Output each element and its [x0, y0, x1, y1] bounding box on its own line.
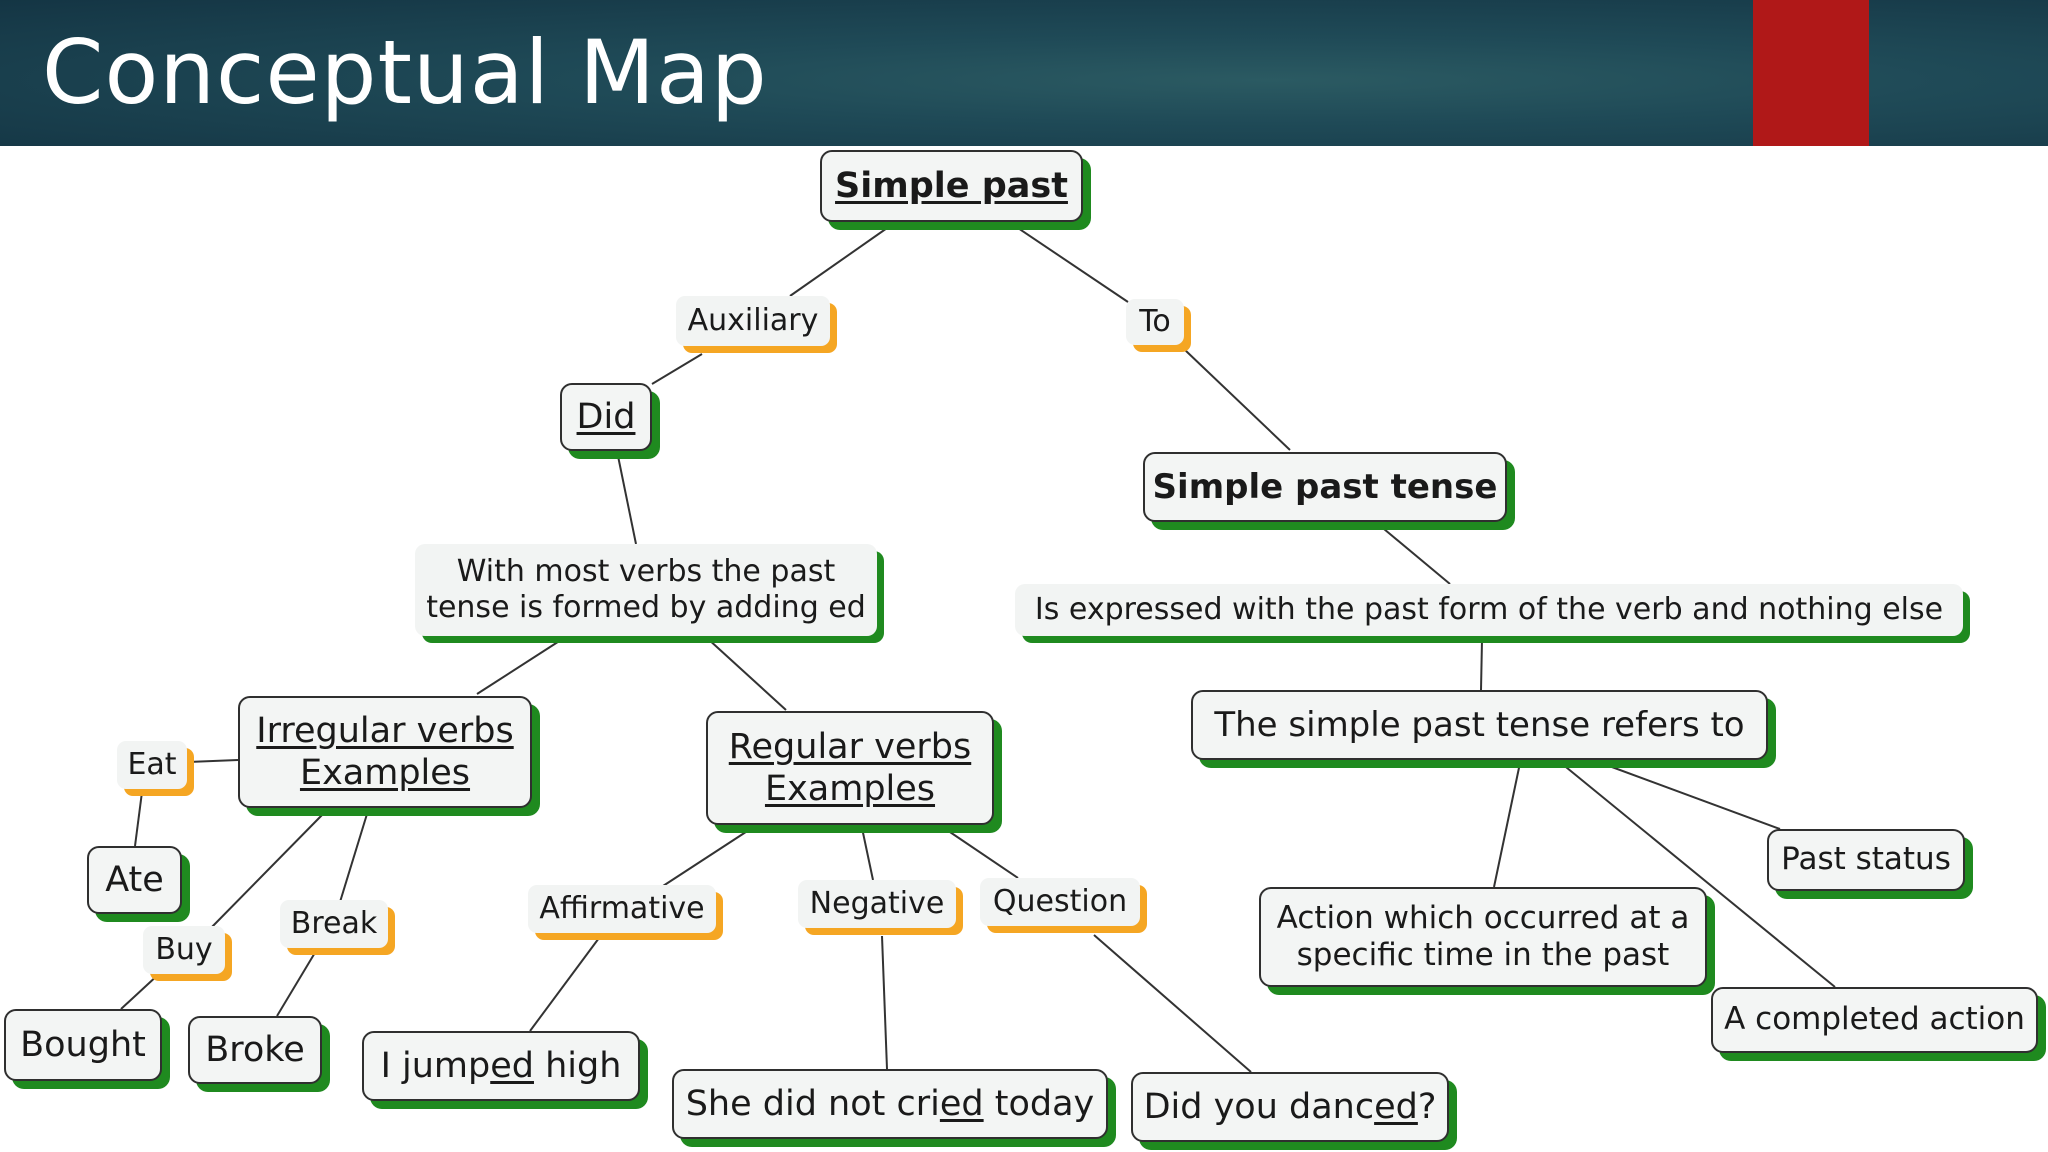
link-affirmative[interactable]: Affirmative — [528, 885, 716, 933]
link-auxiliary-label: Auxiliary — [687, 303, 819, 338]
node-jumped-b: ed — [490, 1046, 534, 1086]
slide-title: Conceptual Map — [42, 21, 768, 124]
link-negative[interactable]: Negative — [798, 880, 956, 928]
line-most-verbs-irregular — [476, 637, 565, 695]
node-did-label: Did — [576, 397, 636, 437]
link-question[interactable]: Question — [980, 878, 1140, 926]
node-bought-label: Bought — [20, 1025, 146, 1065]
line-irregular-buy — [207, 813, 324, 932]
line-negative-cried — [881, 935, 888, 1070]
line-irregular-break — [339, 813, 368, 903]
node-ate-label: Ate — [105, 860, 164, 900]
slide-header: Conceptual Map — [0, 0, 2048, 146]
node-irregular-verbs[interactable]: Irregular verbs Examples — [238, 696, 532, 808]
node-irregular-line2: Examples — [299, 753, 471, 793]
link-eat-label: Eat — [127, 747, 177, 782]
link-question-label: Question — [992, 884, 1128, 919]
node-simple-past[interactable]: Simple past — [820, 150, 1083, 222]
line-irregular-eat — [187, 759, 239, 763]
node-jumped-a: I jump — [380, 1046, 491, 1086]
link-to-label: To — [1139, 304, 1171, 339]
node-refers-to-label: The simple past tense refers to — [1214, 704, 1745, 745]
link-break[interactable]: Break — [280, 900, 388, 948]
node-cried-a: She did not cri — [685, 1084, 940, 1124]
header-accent-bar — [1753, 0, 1869, 146]
node-past-status-label: Past status — [1781, 841, 1951, 878]
line-buy-bought — [120, 972, 161, 1010]
line-did-most-verbs — [617, 455, 637, 545]
line-regular-affirmative — [662, 827, 753, 887]
node-simple-past-tense[interactable]: Simple past tense — [1143, 452, 1507, 522]
line-regular-negative — [861, 827, 874, 881]
node-regular-verbs[interactable]: Regular verbs Examples — [706, 711, 994, 825]
node-regular-line2: Examples — [764, 769, 936, 809]
link-to[interactable]: To — [1126, 299, 1184, 345]
node-danced-b: ed — [1374, 1087, 1418, 1127]
node-most-verbs-line1: With most verbs the past — [456, 554, 836, 589]
line-to-simple-past-tense — [1184, 349, 1291, 451]
line-affirmative-jumped — [529, 937, 600, 1032]
link-auxiliary[interactable]: Auxiliary — [676, 296, 830, 346]
line-simple-past-to — [1014, 225, 1129, 303]
node-broke[interactable]: Broke — [188, 1016, 322, 1084]
node-ate[interactable]: Ate — [87, 846, 182, 914]
link-eat[interactable]: Eat — [117, 741, 187, 789]
node-most-verbs-line2: tense is formed by adding ed — [426, 590, 866, 625]
node-cried-c: today — [983, 1084, 1095, 1124]
node-did[interactable]: Did — [560, 383, 652, 451]
node-most-verbs[interactable]: With most verbs the past tense is formed… — [415, 544, 877, 636]
node-bought[interactable]: Bought — [4, 1009, 162, 1081]
node-completed-action[interactable]: A completed action — [1711, 987, 2038, 1053]
line-most-verbs-regular — [706, 637, 787, 711]
node-past-status[interactable]: Past status — [1767, 829, 1965, 891]
line-eat-ate — [134, 791, 143, 847]
node-action[interactable]: Action which occurred at a specific time… — [1259, 887, 1707, 987]
node-action-line1: Action which occurred at a — [1276, 899, 1690, 936]
line-refers-action — [1493, 762, 1521, 888]
node-simple-past-label: Simple past — [835, 166, 1068, 206]
node-completed-label: A completed action — [1724, 1001, 2025, 1038]
node-expressed[interactable]: Is expressed with the past form of the v… — [1015, 584, 1963, 636]
link-buy[interactable]: Buy — [143, 926, 225, 974]
line-simple-past-auxiliary — [789, 225, 891, 297]
node-expressed-label: Is expressed with the past form of the v… — [1034, 592, 1944, 627]
link-break-label: Break — [290, 906, 378, 941]
line-break-broke — [276, 950, 317, 1017]
link-buy-label: Buy — [155, 932, 213, 967]
line-simple-past-tense-expressed — [1377, 523, 1451, 585]
line-auxiliary-did — [651, 353, 703, 385]
node-cried-b: ed — [939, 1084, 984, 1124]
node-broke-label: Broke — [205, 1030, 305, 1070]
node-danced-c: ? — [1417, 1087, 1437, 1127]
link-negative-label: Negative — [809, 886, 945, 921]
node-danced-a: Did you danc — [1143, 1087, 1375, 1127]
line-expressed-refers — [1480, 639, 1483, 691]
node-jumped-c: high — [533, 1046, 622, 1086]
line-question-danced — [1093, 934, 1252, 1073]
line-regular-question — [943, 827, 1019, 879]
link-affirmative-label: Affirmative — [539, 891, 705, 926]
node-refers-to[interactable]: The simple past tense refers to — [1191, 690, 1768, 760]
line-refers-completed — [1560, 762, 1836, 988]
line-refers-past-status — [1600, 762, 1781, 830]
node-action-line2: specific time in the past — [1296, 937, 1670, 973]
node-simple-past-tense-label: Simple past tense — [1152, 466, 1498, 507]
node-irregular-line1: Irregular verbs — [256, 711, 514, 751]
node-regular-line1: Regular verbs — [728, 727, 972, 767]
